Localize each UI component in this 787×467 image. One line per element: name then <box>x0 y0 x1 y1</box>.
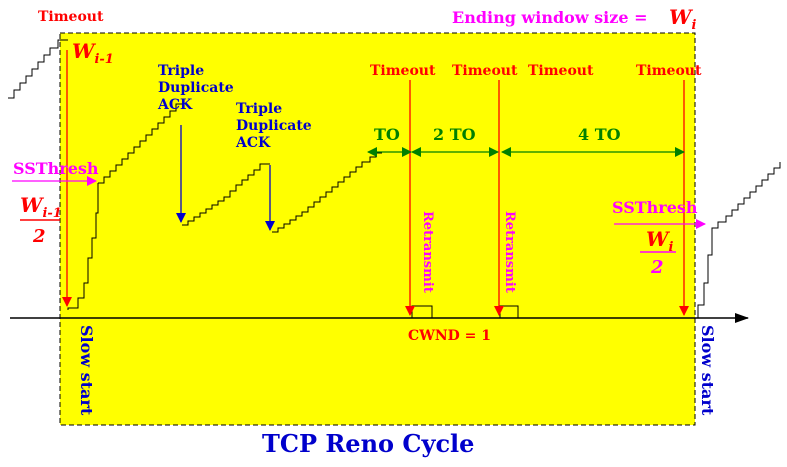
timeout-label-4: Timeout <box>528 63 594 79</box>
timeout-label-5: Timeout <box>636 63 702 79</box>
interval-label-4to: 4 TO <box>578 125 621 144</box>
w-im1-numerator-subscript: i-1 <box>42 206 61 221</box>
timeout-label-2: Timeout <box>370 63 436 79</box>
w-i-subscript-top: i <box>691 18 696 33</box>
next-cycle-staircase <box>692 162 781 319</box>
previous-cycle-staircase <box>8 39 68 99</box>
w-im1-subscript: i-1 <box>94 52 113 67</box>
w-i-numerator: Wi <box>646 227 673 255</box>
retransmit-label-2: Retransmit <box>502 211 517 293</box>
interval-label-2to: 2 TO <box>433 125 476 144</box>
congestion-avoidance-3 <box>272 152 382 233</box>
ending-window-label: Ending window size = <box>452 8 648 27</box>
ssthresh-label-right: SSThresh <box>612 198 698 217</box>
w-im1-denominator: 2 <box>32 226 46 247</box>
congestion-avoidance-2 <box>182 163 270 226</box>
retransmit-label-1: Retransmit <box>420 211 435 293</box>
timeout-label-1: Timeout <box>38 9 104 25</box>
slow-start-label-left: Slow start <box>77 325 96 416</box>
w-i-numerator-subscript: i <box>668 240 673 255</box>
triple-dup-label-2: Triple Duplicate ACK <box>235 101 317 151</box>
interval-label-to: TO <box>374 125 400 144</box>
cycle-box <box>59 32 696 426</box>
w-im1-numerator: Wi-1 <box>20 193 62 221</box>
diagram-title: TCP Reno Cycle <box>262 429 474 458</box>
ssthresh-label-left: SSThresh <box>13 159 99 178</box>
triple-dup-label-1: Triple Duplicate ACK <box>157 63 239 113</box>
timeout-label-3: Timeout <box>452 63 518 79</box>
w-i-label-top: Wi <box>669 5 696 33</box>
slow-start-curve-1 <box>67 183 99 310</box>
congestion-avoidance-1 <box>98 103 182 184</box>
slow-start-label-right: Slow start <box>698 325 717 416</box>
w-im1-label: Wi-1 <box>72 39 114 67</box>
w-i-denominator: 2 <box>650 257 664 278</box>
cwnd-label: CWND = 1 <box>408 328 491 344</box>
